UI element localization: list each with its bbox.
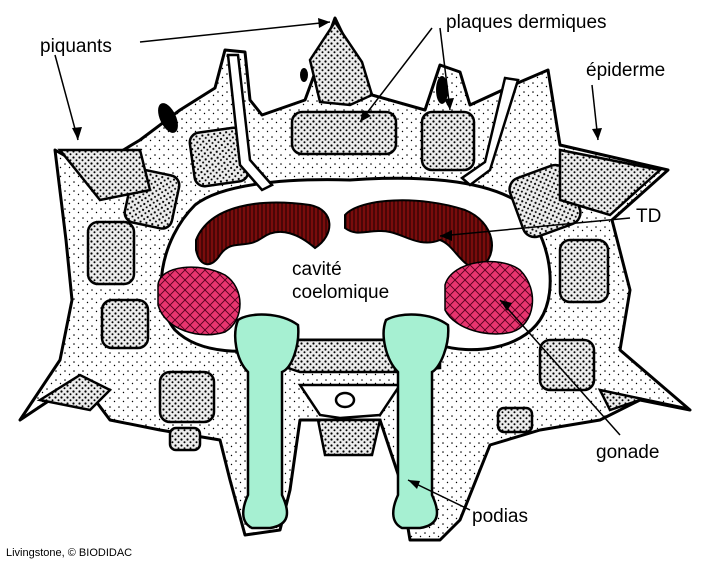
papulae bbox=[226, 53, 520, 192]
podia bbox=[234, 313, 450, 530]
pedicellariae bbox=[158, 68, 448, 133]
label-plaques-dermiques: plaques dermiques bbox=[446, 12, 607, 33]
credit-line: Livingstone, © BIODIDAC bbox=[6, 547, 132, 559]
label-coelomique: coelomique bbox=[292, 282, 389, 303]
gonads bbox=[157, 260, 534, 336]
dermal-plates bbox=[36, 19, 686, 452]
label-epiderme: épiderme bbox=[586, 60, 665, 81]
label-gonade: gonade bbox=[596, 442, 659, 463]
label-piquants: piquants bbox=[40, 36, 112, 57]
label-podias: podias bbox=[472, 506, 528, 527]
arrowheads bbox=[72, 18, 602, 489]
label-td: TD bbox=[636, 206, 661, 227]
label-cavite: cavité bbox=[292, 259, 342, 280]
